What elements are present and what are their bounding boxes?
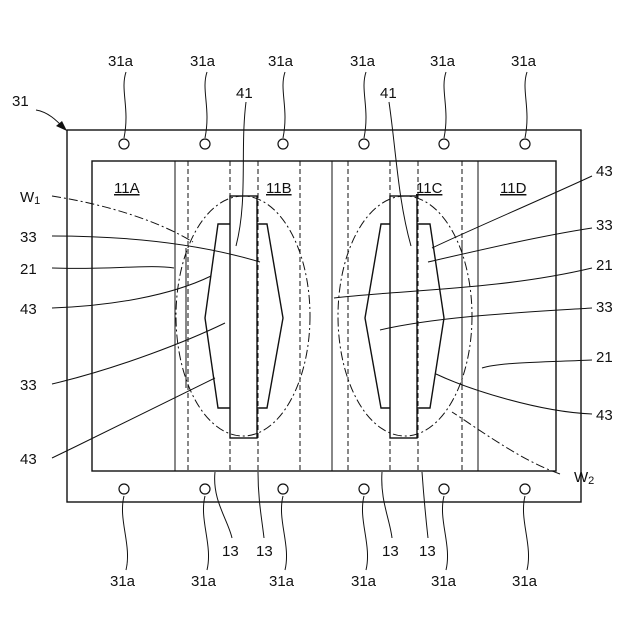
hex-plate-43 <box>365 224 390 408</box>
hex-plate-43 <box>257 224 283 408</box>
label-21: 21 <box>596 257 613 274</box>
center-bar-41 <box>230 196 257 438</box>
leader-line <box>203 496 208 570</box>
label-13: 13 <box>419 543 436 560</box>
leader-line <box>382 472 392 538</box>
label-13: 13 <box>222 543 239 560</box>
label-33: 33 <box>20 377 37 394</box>
label-31a: 31a <box>190 53 216 70</box>
leader-line <box>283 72 285 138</box>
hole-31a <box>439 139 449 149</box>
label-11b: 11B <box>266 180 292 197</box>
hole-31a <box>278 139 288 149</box>
hole-31a <box>520 484 530 494</box>
leader-line <box>52 267 174 269</box>
inner-panel <box>92 161 556 471</box>
hole-31a <box>359 484 369 494</box>
hole-31a <box>119 484 129 494</box>
label-41: 41 <box>236 85 253 102</box>
leader-line <box>422 472 428 538</box>
region-w1 <box>176 196 310 436</box>
hex-plate-43 <box>417 224 444 408</box>
label-11c: 11C <box>416 180 443 197</box>
label-31a: 31a <box>191 573 217 590</box>
leader-line <box>482 360 592 368</box>
leader-line <box>52 378 215 458</box>
leader-line <box>258 472 264 538</box>
leader-line <box>523 496 528 570</box>
center-bar-41 <box>390 196 417 438</box>
label-43: 43 <box>20 451 37 468</box>
hole-31a <box>439 484 449 494</box>
label-33: 33 <box>596 299 613 316</box>
hole-31a <box>520 139 530 149</box>
label-31a: 31a <box>430 53 456 70</box>
label-31a: 31a <box>350 53 376 70</box>
label-43: 43 <box>596 407 613 424</box>
leader-line <box>236 102 246 246</box>
hole-31a <box>200 484 210 494</box>
label-33: 33 <box>596 217 613 234</box>
hole-31a <box>278 484 288 494</box>
leader-line <box>205 72 207 138</box>
label-13: 13 <box>382 543 399 560</box>
label-w2: W2 <box>574 469 594 487</box>
label-43: 43 <box>20 301 37 318</box>
leader-line <box>436 374 592 414</box>
label-31a: 31a <box>269 573 295 590</box>
label-31a: 31a <box>108 53 134 70</box>
label-13: 13 <box>256 543 273 560</box>
leader-line <box>362 496 367 570</box>
label-31a: 31a <box>268 53 294 70</box>
leader-line <box>452 412 560 474</box>
label-11a: 11A <box>114 180 140 197</box>
label-31a: 31a <box>431 573 457 590</box>
region-w2 <box>338 196 472 436</box>
hole-31a <box>200 139 210 149</box>
leader-line <box>52 323 225 384</box>
leader-line <box>525 72 527 138</box>
label-31a: 31a <box>511 53 537 70</box>
leader-line <box>124 72 126 138</box>
leader-line <box>364 72 366 138</box>
leader-line <box>122 496 127 570</box>
label-31: 31 <box>12 93 29 110</box>
leader-line <box>52 196 193 242</box>
label-w1: W1 <box>20 189 40 207</box>
label-21: 21 <box>20 261 37 278</box>
leader-line <box>444 72 446 138</box>
label-31a: 31a <box>351 573 377 590</box>
label-43: 43 <box>596 163 613 180</box>
hole-31a <box>119 139 129 149</box>
label-11d: 11D <box>500 180 527 197</box>
leader-line <box>380 308 592 330</box>
label-41: 41 <box>380 85 397 102</box>
leader-line <box>52 236 260 262</box>
label-31a: 31a <box>110 573 136 590</box>
leader-line <box>442 496 447 570</box>
leader-line <box>389 102 411 246</box>
label-33: 33 <box>20 229 37 246</box>
leader-line <box>215 472 232 538</box>
leader-line <box>281 496 286 570</box>
label-21: 21 <box>596 349 613 366</box>
hole-31a <box>359 139 369 149</box>
label-31a: 31a <box>512 573 538 590</box>
leader-line <box>428 228 592 262</box>
leader-line <box>52 276 211 308</box>
